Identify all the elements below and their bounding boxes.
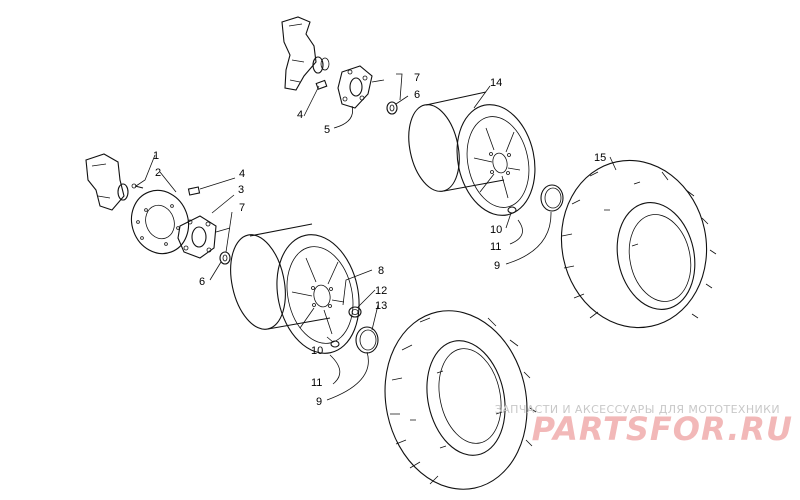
upper-lug-nut bbox=[386, 101, 398, 115]
callout-labels: 1 2 3 4 4 5 6 6 7 7 8 9 9 10 10 11 11 12… bbox=[153, 72, 606, 408]
rear-tire bbox=[560, 159, 717, 329]
lower-center-cap bbox=[355, 326, 379, 354]
upper-wheel-hub bbox=[337, 65, 385, 109]
callout-7-upper: 7 bbox=[414, 72, 420, 84]
callout-12: 12 bbox=[375, 285, 387, 297]
lower-lug-nut bbox=[219, 251, 231, 265]
upper-center-cap bbox=[540, 184, 564, 212]
callout-10-lower: 10 bbox=[311, 345, 323, 357]
leader-lines bbox=[135, 73, 617, 401]
watermark-caption: ЗАПЧАСТИ И АКСЕССУАРЫ ДЛЯ МОТОТЕХНИКИ bbox=[494, 403, 780, 416]
callout-15: 15 bbox=[594, 152, 606, 164]
upper-wheel-rim bbox=[408, 91, 536, 216]
callout-13: 13 bbox=[375, 300, 387, 312]
watermark-logo: PARTSFOR.RU bbox=[531, 410, 793, 448]
lower-valve-stem bbox=[330, 340, 340, 348]
lower-steering-knuckle bbox=[85, 153, 129, 211]
lower-wheel-hub bbox=[177, 215, 231, 259]
upper-valve-stem bbox=[507, 206, 517, 214]
callout-6-upper: 6 bbox=[414, 89, 420, 101]
callout-7-lower: 7 bbox=[239, 202, 245, 214]
callout-11-lower: 11 bbox=[311, 377, 322, 389]
upper-steering-knuckle bbox=[281, 16, 330, 91]
upper-wheel-stud bbox=[315, 79, 328, 90]
callout-14: 14 bbox=[490, 77, 502, 89]
callout-3: 3 bbox=[238, 184, 244, 196]
callout-10-upper: 10 bbox=[490, 224, 502, 236]
callout-4-upper: 4 bbox=[297, 109, 303, 121]
callout-4-lower: 4 bbox=[239, 168, 245, 180]
callout-5: 5 bbox=[324, 124, 330, 136]
callout-11-upper: 11 bbox=[490, 241, 501, 253]
lower-wheel-stud bbox=[187, 186, 201, 196]
callout-9-lower: 9 bbox=[316, 396, 322, 408]
callout-9-upper: 9 bbox=[494, 260, 500, 272]
lug-nut-cover bbox=[348, 306, 362, 318]
callout-6-lower: 6 bbox=[199, 276, 205, 288]
callout-1: 1 bbox=[153, 150, 159, 162]
callout-8: 8 bbox=[378, 265, 384, 277]
brake-disc bbox=[130, 189, 190, 255]
front-tire bbox=[384, 310, 537, 490]
lower-wheel-rim bbox=[230, 223, 360, 354]
callout-2: 2 bbox=[155, 167, 161, 179]
